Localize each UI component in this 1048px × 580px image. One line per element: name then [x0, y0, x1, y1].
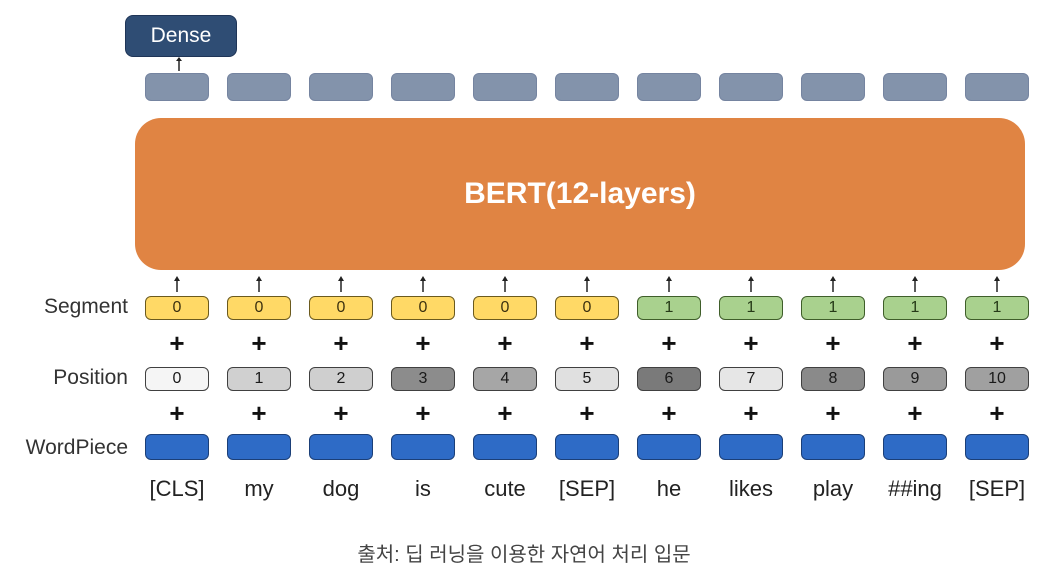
plus-sign: +: [169, 328, 185, 358]
position-row-label: Position: [53, 366, 128, 389]
input-token-label: cute: [484, 476, 526, 501]
position-embedding: 4: [473, 367, 537, 391]
segment-embedding: 1: [965, 296, 1029, 320]
segment-embedding: 0: [145, 296, 209, 320]
position-embedding: 7: [719, 367, 783, 391]
segment-embedding: 0: [555, 296, 619, 320]
up-arrow: [748, 276, 754, 292]
input-token-label: dog: [322, 476, 360, 501]
output-token-box: [227, 73, 291, 101]
output-token-box: [555, 73, 619, 101]
wordpiece-embedding: [391, 434, 455, 460]
up-arrow: [420, 276, 426, 292]
wordpiece-embedding: [883, 434, 947, 460]
plus-sign: +: [497, 328, 513, 358]
bert-encoder-box: BERT(12-layers): [135, 118, 1025, 270]
wordpiece-embedding: [719, 434, 783, 460]
plus-sign: +: [579, 398, 595, 428]
wordpiece-embedding: [965, 434, 1029, 460]
plus-sign: +: [251, 328, 267, 358]
plus-sign: +: [415, 398, 431, 428]
position-embedding: 9: [883, 367, 947, 391]
input-token-label: likes: [728, 476, 773, 501]
output-token-box: [637, 73, 701, 101]
plus-sign: +: [825, 398, 841, 428]
output-token-box: [473, 73, 537, 101]
position-embedding: 0: [145, 367, 209, 391]
plus-sign: +: [333, 328, 349, 358]
output-token-box: [145, 73, 209, 101]
position-embedding: 1: [227, 367, 291, 391]
segment-embedding: 0: [309, 296, 373, 320]
wordpiece-embedding: [309, 434, 373, 460]
input-token-label: [SEP]: [968, 476, 1026, 501]
output-token-box: [391, 73, 455, 101]
wordpiece-embedding: [145, 434, 209, 460]
up-arrow: [666, 276, 672, 292]
position-embedding: 3: [391, 367, 455, 391]
output-token-box: [965, 73, 1029, 101]
output-token-box: [309, 73, 373, 101]
plus-sign: +: [333, 398, 349, 428]
wordpiece-embedding: [801, 434, 865, 460]
segment-embedding: 1: [883, 296, 947, 320]
segment-embedding: 0: [473, 296, 537, 320]
position-embedding: 8: [801, 367, 865, 391]
up-arrow: [256, 276, 262, 292]
dense-arrow: [176, 57, 182, 71]
position-embedding: 5: [555, 367, 619, 391]
up-arrow: [174, 276, 180, 292]
output-token-box: [801, 73, 865, 101]
up-arrow: [830, 276, 836, 292]
up-arrow: [502, 276, 508, 292]
input-token-label: [CLS]: [149, 476, 205, 501]
position-embedding: 2: [309, 367, 373, 391]
dense-layer-box: Dense: [125, 15, 237, 57]
input-token-label: play: [812, 476, 854, 501]
position-embedding: 10: [965, 367, 1029, 391]
input-token-label: is: [415, 476, 431, 501]
segment-embedding: 1: [719, 296, 783, 320]
input-token-label: ##ing: [888, 476, 942, 501]
wordpiece-embedding: [555, 434, 619, 460]
plus-sign: +: [743, 398, 759, 428]
plus-sign: +: [661, 328, 677, 358]
wordpiece-embedding: [637, 434, 701, 460]
input-token-label: he: [656, 476, 682, 501]
up-arrow: [584, 276, 590, 292]
wordpiece-row-label: WordPiece: [25, 436, 128, 459]
segment-row-label: Segment: [43, 295, 128, 318]
output-token-box: [719, 73, 783, 101]
bert-label: BERT(12-layers): [464, 177, 696, 210]
plus-sign: +: [825, 328, 841, 358]
plus-sign: +: [579, 328, 595, 358]
plus-sign: +: [989, 398, 1005, 428]
wordpiece-embedding: [227, 434, 291, 460]
position-embedding: 6: [637, 367, 701, 391]
plus-sign: +: [497, 398, 513, 428]
plus-sign: +: [251, 398, 267, 428]
plus-sign: +: [989, 328, 1005, 358]
plus-sign: +: [415, 328, 431, 358]
up-arrow: [338, 276, 344, 292]
segment-embedding: 1: [637, 296, 701, 320]
up-arrow: [994, 276, 1000, 292]
plus-sign: +: [743, 328, 759, 358]
plus-sign: +: [907, 398, 923, 428]
plus-sign: +: [907, 328, 923, 358]
source-caption: 출처: 딥 러닝을 이용한 자연어 처리 입문: [357, 544, 691, 566]
up-arrow: [912, 276, 918, 292]
dense-label: Dense: [150, 24, 212, 47]
segment-embedding: 0: [227, 296, 291, 320]
input-token-label: [SEP]: [558, 476, 616, 501]
segment-embedding: 0: [391, 296, 455, 320]
segment-embedding: 1: [801, 296, 865, 320]
plus-sign: +: [661, 398, 677, 428]
input-token-label: my: [244, 476, 274, 501]
wordpiece-embedding: [473, 434, 537, 460]
output-token-box: [883, 73, 947, 101]
plus-sign: +: [169, 398, 185, 428]
